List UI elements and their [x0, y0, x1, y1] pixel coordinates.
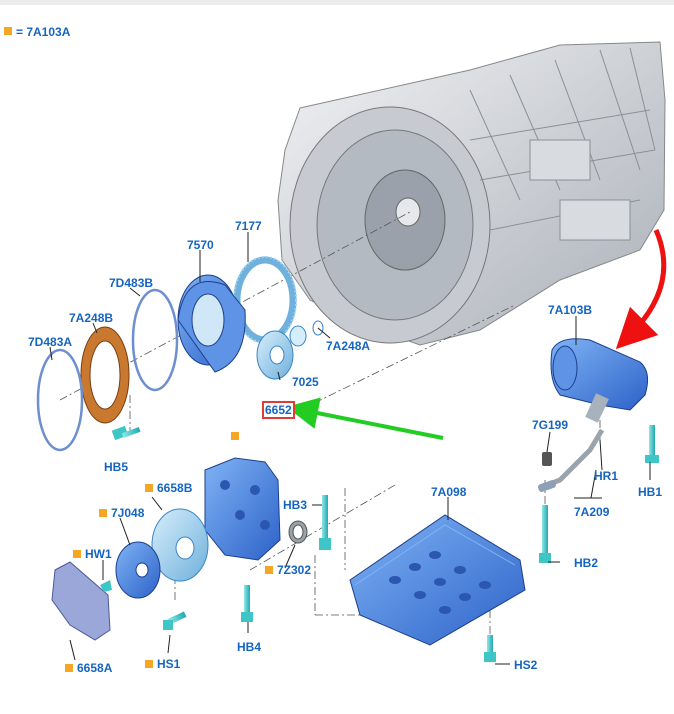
label-HS1: HS1: [145, 657, 180, 671]
marker-7A103A-icon: [65, 664, 73, 672]
part-7J048-gear: [115, 541, 161, 599]
part-6658A-shield: [51, 561, 111, 641]
label-6658A-text: 6658A: [77, 661, 113, 675]
part-7G199-hose: [538, 428, 605, 492]
label-6658B: 6658B: [145, 481, 192, 495]
label-HW1-text: HW1: [85, 547, 112, 561]
label-HS2: HS2: [514, 658, 538, 672]
label-HB4: HB4: [237, 640, 262, 654]
label-HB5: HB5: [104, 460, 129, 474]
label-HB2: HB2: [574, 556, 599, 570]
legend-text: = 7A103A: [16, 25, 71, 39]
part-7025-washer: [289, 320, 324, 347]
top-border: [0, 0, 674, 5]
label-7025: 7025: [292, 375, 319, 389]
label-7A248B: 7A248B: [69, 311, 114, 325]
label-7J048: 7J048: [99, 506, 144, 520]
bolt-HB5: [111, 425, 141, 441]
part-7570-clutch: [177, 274, 246, 373]
label-HB3: HB3: [283, 498, 308, 512]
marker-7A103A-icon: [99, 509, 107, 517]
legend-marker-icon: [4, 27, 12, 35]
label-6658B-text: 6658B: [157, 481, 193, 495]
bolt-HB4: [241, 585, 253, 622]
label-7Z302-text: 7Z302: [277, 563, 312, 577]
marker-7A103A-icon: [145, 484, 153, 492]
label-HS1-text: HS1: [157, 657, 181, 671]
part-6658B-plate: [151, 508, 209, 582]
label-7G199: 7G199: [532, 418, 569, 432]
label-HW1: HW1: [73, 547, 112, 561]
bolt-HB2: [539, 505, 551, 563]
green-pointer-arrow: [286, 397, 444, 440]
label-7A103B: 7A103B: [548, 303, 593, 317]
part-7A098-pan: [349, 514, 526, 646]
label-7A248A: 7A248A: [326, 339, 371, 353]
label-6658A: 6658A: [65, 661, 112, 675]
label-7A098: 7A098: [431, 485, 467, 499]
red-pointer-arrow: [615, 229, 667, 350]
label-7A209: 7A209: [574, 505, 610, 519]
part-7D483A-snapring: [36, 348, 84, 452]
legend: = 7A103A: [4, 25, 70, 39]
transmission-housing: [277, 41, 666, 346]
bolt-HB1: [645, 425, 659, 463]
screw-HS1: [163, 611, 187, 630]
part-valve-body-block: [204, 457, 281, 561]
part-7A248B-seal: [80, 326, 130, 424]
label-7Z302: 7Z302: [265, 563, 311, 577]
bolt-HB3: [319, 495, 331, 550]
label-7A103A-marker: [231, 429, 243, 443]
marker-7A103A-icon: [265, 566, 273, 574]
label-HB1: HB1: [638, 485, 663, 499]
part-7D483B-snapring: [131, 288, 179, 392]
label-HR1: HR1: [594, 469, 619, 483]
part-HW1-clip: [100, 580, 112, 592]
label-7177: 7177: [235, 219, 262, 233]
marker-7A103A-icon: [231, 432, 239, 440]
part-7Z302-sleeve: [288, 520, 308, 544]
label-7570: 7570: [187, 238, 214, 252]
label-7D483A: 7D483A: [28, 335, 73, 349]
part-6652-plate: [256, 330, 294, 380]
label-6652-highlighted: 6652: [262, 401, 295, 419]
part-7A103B-motor: [550, 338, 649, 423]
marker-7A103A-icon: [73, 550, 81, 558]
screw-HS2: [484, 635, 496, 662]
leader-lines: [49, 232, 651, 665]
label-7D483B: 7D483B: [109, 276, 154, 290]
marker-7A103A-icon: [145, 660, 153, 668]
label-7J048-text: 7J048: [111, 506, 145, 520]
